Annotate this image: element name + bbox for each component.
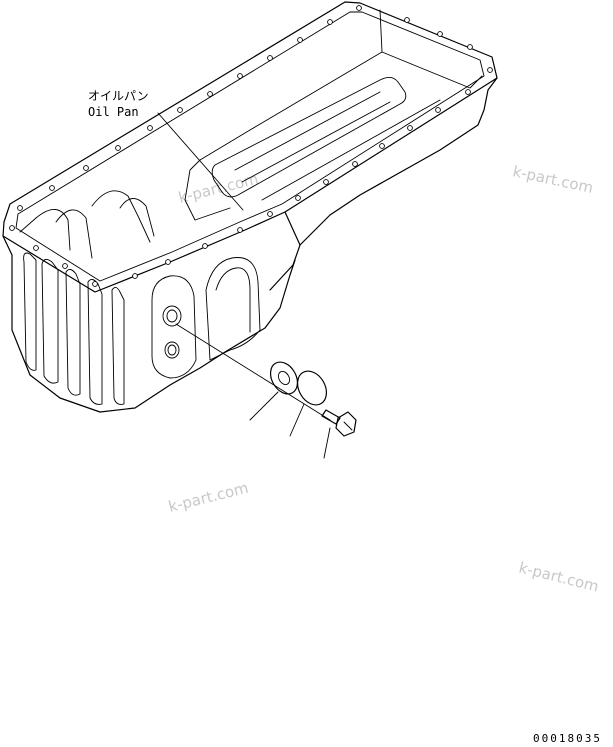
diagram-code: 00018035 [533, 732, 602, 745]
part-name-jp: オイルパン [88, 89, 149, 103]
oil-pan [2, 1, 498, 413]
cover-plate [289, 370, 328, 437]
watermark: k-part.com [167, 479, 251, 516]
part-name-en: Oil Pan [88, 105, 139, 119]
part-leader-line [157, 112, 244, 211]
flange-bolt-holes [9, 5, 493, 287]
gasket [249, 361, 299, 421]
assembly-line [175, 323, 331, 421]
watermark: k-part.com [517, 558, 601, 595]
bolt [321, 409, 357, 459]
watermark: k-part.com [511, 162, 595, 197]
